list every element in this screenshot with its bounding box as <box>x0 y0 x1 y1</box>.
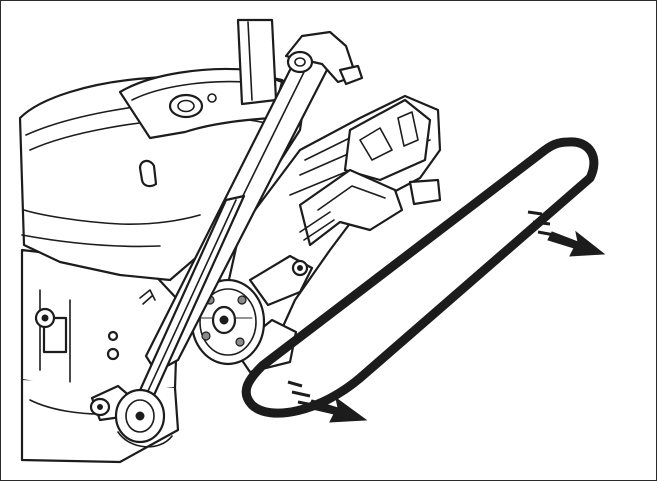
drive-pulley <box>190 278 266 366</box>
tensioner-mechanism <box>218 18 442 374</box>
belt-pull-arrow-lower <box>287 380 368 423</box>
v-belt <box>241 137 599 418</box>
tensioner-arm <box>89 30 364 448</box>
belt-pull-arrow-upper <box>527 210 606 257</box>
